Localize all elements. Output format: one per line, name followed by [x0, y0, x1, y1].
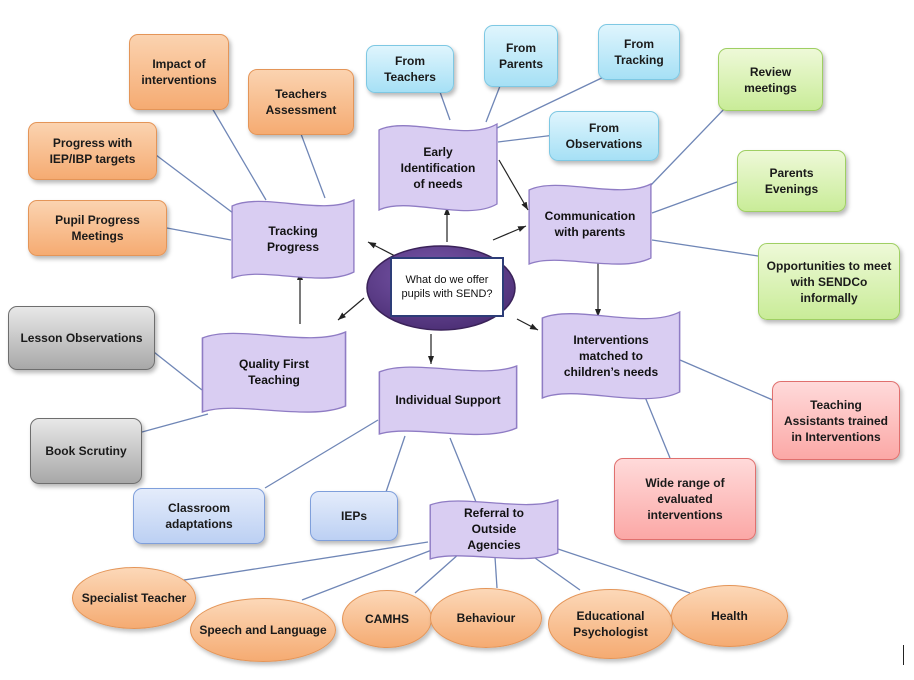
leaf-classroom-adaptations: Classroom adaptations [133, 488, 265, 544]
leaf-label: CAMHS [365, 612, 409, 626]
leaf-sendco-informally: Opportunities to meet with SENDCo inform… [758, 243, 900, 320]
text-cursor [903, 645, 904, 665]
leaf-parents-evenings: Parents Evenings [737, 150, 846, 212]
center-label: What do we offer pupils with SEND? [390, 257, 504, 317]
arrow [498, 159, 529, 211]
connector [651, 181, 738, 214]
connector [449, 437, 477, 503]
arrow [516, 318, 539, 331]
leaf-health: Health [671, 585, 788, 647]
banner-shape [378, 122, 498, 212]
leaf-wide-range-interventions: Wide range of evaluated interventions [614, 458, 756, 540]
connector [679, 359, 783, 405]
hub-individual-support: Individual Support [377, 362, 519, 438]
arrow [367, 241, 398, 258]
leaf-label: Specialist Teacher [81, 591, 187, 605]
leaf-speech-language: Speech and Language [190, 598, 336, 662]
connector [485, 85, 501, 123]
hub-tracking-progress: Tracking Progress [230, 196, 356, 282]
hub-label: Tracking Progress [266, 224, 320, 254]
connector [494, 556, 498, 589]
banner-shape [231, 198, 355, 279]
leaf-label: Teaching Assistants trained in Intervent… [783, 397, 889, 444]
leaf-label: Progress with IEP/IBP targets [49, 136, 136, 166]
leaf-label: Opportunities to meet with SENDCo inform… [766, 258, 892, 305]
leaf-label: From Teachers [384, 54, 436, 84]
banner-shape [541, 310, 681, 400]
connector [650, 105, 728, 186]
banner-shape [429, 499, 559, 560]
hub-communication-parents: Communication with parents [527, 180, 653, 268]
leaf-lesson-observations: Lesson Observations [8, 306, 155, 370]
leaf-label: Impact of interventions [141, 57, 217, 87]
arrow [337, 297, 365, 321]
hub-interventions: Interventions matched to children’s need… [540, 308, 682, 404]
leaf-label: Pupil Progress Meetings [55, 213, 140, 243]
connector [554, 547, 691, 594]
leaf-from-teachers: From Teachers [366, 45, 454, 93]
hub-label: Communication with parents [544, 209, 636, 239]
leaf-label: Teachers Assessment [265, 87, 337, 117]
leaf-behaviour: Behaviour [430, 588, 542, 648]
leaf-label: From Tracking [614, 37, 664, 67]
connector [300, 133, 326, 199]
leaf-educational-psychologist: Educational Psychologist [548, 589, 673, 659]
leaf-label: Book Scrutiny [45, 444, 127, 458]
hub-early-identification: Early Identification of needs [377, 120, 499, 216]
connector [414, 552, 461, 594]
center-topic: What do we offer pupils with SEND? [365, 244, 517, 332]
leaf-progress-iep-targets: Progress with IEP/IBP targets [28, 122, 157, 180]
leaf-label: Review meetings [744, 64, 797, 95]
leaf-review-meetings: Review meetings [718, 48, 823, 111]
leaf-label: From Observations [565, 121, 643, 151]
connector [496, 73, 611, 129]
leaf-label: Parents Evenings [764, 166, 819, 196]
hub-referral-outside-agencies: Referral to Outside Agencies [428, 497, 560, 561]
leaf-label: Classroom adaptations [165, 501, 233, 531]
connector [155, 154, 234, 214]
leaf-label: IEPs [340, 509, 367, 523]
connector [642, 391, 671, 459]
connector [301, 547, 438, 601]
leaf-label: Educational Psychologist [573, 609, 648, 639]
banner-shape [528, 182, 652, 265]
connector [527, 552, 581, 591]
leaf-from-observations: From Observations [549, 111, 659, 161]
leaf-label: Speech and Language [199, 623, 327, 637]
connector [439, 91, 451, 121]
leaf-label: Behaviour [456, 611, 516, 625]
connector [497, 134, 556, 143]
leaf-teachers-assessment: Teachers Assessment [248, 69, 354, 135]
connector [385, 435, 406, 493]
banner-shape [201, 330, 347, 413]
leaf-label: Lesson Observations [20, 331, 143, 345]
leaf-book-scrutiny: Book Scrutiny [30, 418, 142, 484]
leaf-label: Wide range of evaluated interventions [645, 476, 725, 522]
hub-label: Quality First Teaching [238, 357, 309, 387]
connector [141, 413, 209, 433]
leaf-impact-of-interventions: Impact of interventions [129, 34, 229, 110]
connector [151, 541, 429, 586]
leaf-specialist-teacher: Specialist Teacher [72, 567, 196, 629]
banner-shape [378, 364, 518, 436]
leaf-from-parents: From Parents [484, 25, 558, 87]
arrow [492, 225, 527, 241]
connector [166, 227, 232, 241]
leaf-camhs: CAMHS [342, 590, 432, 648]
hub-label: Referral to Outside Agencies [463, 506, 525, 552]
hub-label: Interventions matched to children’s need… [563, 333, 659, 379]
leaf-label: Health [711, 609, 748, 623]
hub-label: Early Identification of needs [400, 145, 476, 191]
leaf-teaching-assistants: Teaching Assistants trained in Intervent… [772, 381, 900, 460]
leaf-from-tracking: From Tracking [598, 24, 680, 80]
hub-label: Individual Support [395, 393, 501, 407]
leaf-label: From Parents [498, 41, 544, 71]
connector [651, 239, 759, 257]
leaf-pupil-progress-meetings: Pupil Progress Meetings [28, 200, 167, 256]
leaf-ieps: IEPs [310, 491, 398, 541]
connector [264, 419, 379, 489]
hub-quality-first-teaching: Quality First Teaching [200, 328, 348, 416]
connector [211, 107, 267, 201]
